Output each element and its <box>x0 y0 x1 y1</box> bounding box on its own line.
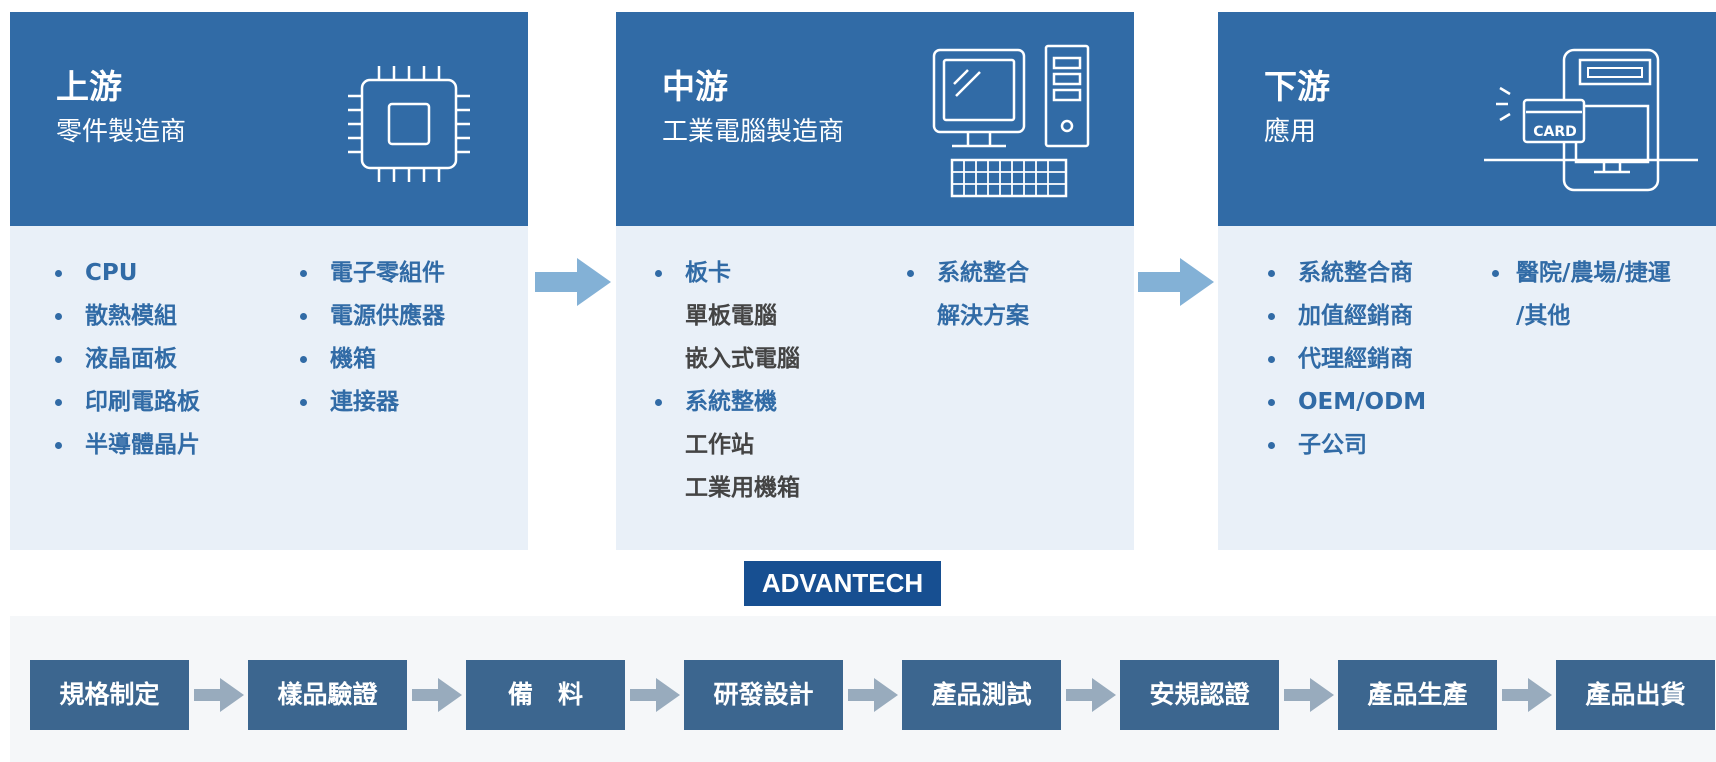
bullet-dot <box>300 313 307 320</box>
desktop-computer-icon <box>932 44 1090 198</box>
list-item: 系統整合商 <box>1266 252 1426 295</box>
list-item: CPU <box>53 252 200 295</box>
list-item: 解決方案 <box>937 303 1029 329</box>
bullet-dot <box>907 270 914 277</box>
list-item: 電子零組件 <box>298 252 445 295</box>
flow-arrow-icon <box>1138 258 1214 306</box>
process-step: 備 料 <box>466 660 625 730</box>
bullet-dot <box>1268 313 1275 320</box>
card-label: CARD <box>1533 124 1577 140</box>
bullet-dot <box>1268 270 1275 277</box>
bullet-dot <box>55 356 62 363</box>
flow-arrow-icon <box>535 258 611 306</box>
bullet-dot <box>55 442 62 449</box>
card-terminal-icon <box>1484 48 1698 192</box>
column-title: 中游 <box>662 67 728 106</box>
process-arrow-icon <box>1502 678 1552 712</box>
list-item: 加值經銷商 <box>1266 295 1426 338</box>
list-item: 系統整合 <box>905 252 1029 295</box>
process-arrow-icon <box>848 678 898 712</box>
column-header: 下游 應用 CARD <box>1218 12 1716 226</box>
process-step: 安規認證 <box>1120 660 1279 730</box>
bullet-list-b: 系統整合 解決方案 <box>905 252 1029 338</box>
process-step: 產品出貨 <box>1556 660 1715 730</box>
column-title: 上游 <box>56 67 122 106</box>
list-item: 半導體晶片 <box>53 424 200 467</box>
column-subtitle: 應用 <box>1264 117 1317 147</box>
column-midstream: 中游 工業電腦製造商 板卡 單板電腦 嵌入式電腦 系統整機 工作站 工業用機箱 … <box>616 12 1134 550</box>
bullet-dot <box>300 356 307 363</box>
process-arrow-icon <box>412 678 462 712</box>
column-title: 下游 <box>1264 67 1330 106</box>
bullet-dot <box>1268 356 1275 363</box>
process-step: 產品生產 <box>1338 660 1497 730</box>
column-downstream: 下游 應用 CARD 系統整合商 加值經銷商 代理經銷商 OEM/ODM 子公司… <box>1218 12 1716 550</box>
process-flow: 規格制定 樣品驗證 備 料 研發設計 產品測試 安規認證 產品生產 產品出貨 <box>10 616 1716 762</box>
process-step: 產品測試 <box>902 660 1061 730</box>
bullet-dot <box>300 270 307 277</box>
process-arrow-icon <box>1284 678 1334 712</box>
process-step: 規格制定 <box>30 660 189 730</box>
bullet-dot <box>300 399 307 406</box>
list-item: 系統整機 <box>653 381 800 424</box>
process-arrow-icon <box>630 678 680 712</box>
list-item: 醫院/農場/捷運 <box>1490 252 1671 295</box>
list-item: 工作站 <box>685 432 754 458</box>
list-item: 散熱模組 <box>53 295 200 338</box>
column-subtitle: 零件製造商 <box>56 117 187 147</box>
bullet-list-a: 系統整合商 加值經銷商 代理經銷商 OEM/ODM 子公司 <box>1266 252 1426 467</box>
process-arrow-icon <box>1066 678 1116 712</box>
column-upstream: 上游 零件製造商 CPU 散熱模組 液晶面板 印刷電路板 半導體晶片 電子零組件… <box>10 12 528 550</box>
list-item: /其他 <box>1516 303 1571 329</box>
list-item: 嵌入式電腦 <box>685 346 800 372</box>
bullet-dot <box>55 399 62 406</box>
process-step: 樣品驗證 <box>248 660 407 730</box>
bullet-dot <box>1268 399 1275 406</box>
bullet-dot <box>1492 270 1499 277</box>
bullet-list-b: 電子零組件 電源供應器 機箱 連接器 <box>298 252 445 424</box>
list-item: 單板電腦 <box>685 303 777 329</box>
bullet-list-b: 醫院/農場/捷運 /其他 <box>1490 252 1671 338</box>
list-item: 電源供應器 <box>298 295 445 338</box>
list-item: 液晶面板 <box>53 338 200 381</box>
column-header: 中游 工業電腦製造商 <box>616 12 1134 226</box>
list-item: 印刷電路板 <box>53 381 200 424</box>
advantech-logo: ADVANTECH <box>744 561 941 606</box>
bullet-list-a: 板卡 單板電腦 嵌入式電腦 系統整機 工作站 工業用機箱 <box>653 252 800 510</box>
list-item: 代理經銷商 <box>1266 338 1426 381</box>
bullet-dot <box>55 270 62 277</box>
bullet-dot <box>655 270 662 277</box>
column-header: 上游 零件製造商 <box>10 12 528 226</box>
process-step: 研發設計 <box>684 660 843 730</box>
list-item: 子公司 <box>1266 424 1426 467</box>
column-subtitle: 工業電腦製造商 <box>662 117 845 147</box>
bullet-dot <box>655 399 662 406</box>
list-item: 工業用機箱 <box>685 475 800 501</box>
cpu-chip-icon <box>348 66 470 182</box>
process-arrow-icon <box>194 678 244 712</box>
bullet-dot <box>1268 442 1275 449</box>
bullet-list-a: CPU 散熱模組 液晶面板 印刷電路板 半導體晶片 <box>53 252 200 467</box>
list-item: 機箱 <box>298 338 445 381</box>
list-item: 板卡 <box>653 252 800 295</box>
list-item: OEM/ODM <box>1266 381 1426 424</box>
bullet-dot <box>55 313 62 320</box>
list-item: 連接器 <box>298 381 445 424</box>
